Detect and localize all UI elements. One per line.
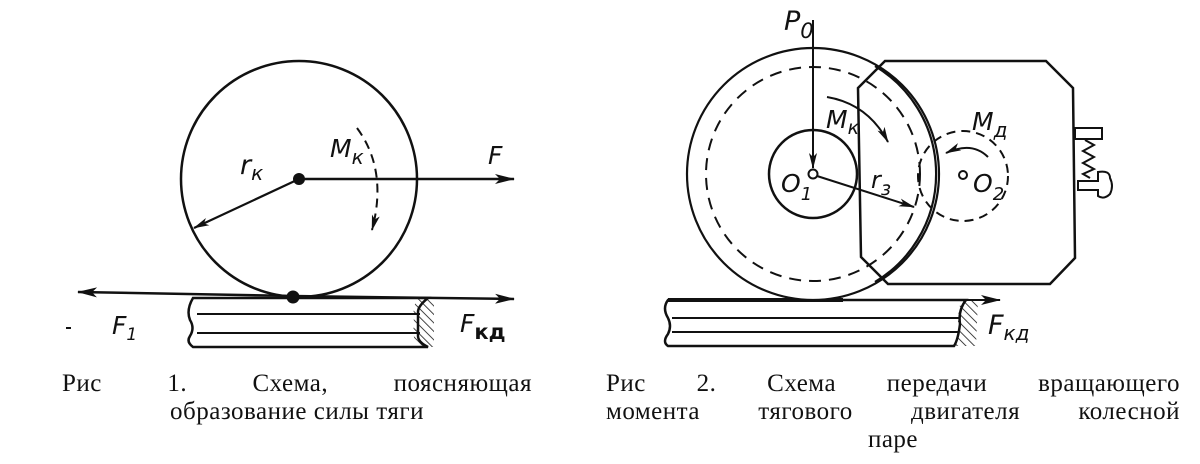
motor-moment-arrow xyxy=(945,143,989,158)
caption-line-3: паре xyxy=(867,426,919,453)
label-traction: Fкд xyxy=(460,309,506,344)
caption-word: передачи xyxy=(886,370,988,397)
gear-radius-arrow xyxy=(816,175,915,208)
label-wheel-moment: Mк xyxy=(826,105,860,139)
label-moment: Mк xyxy=(330,134,364,169)
traction-motor-housing xyxy=(856,59,1077,286)
stray-mark xyxy=(66,327,71,329)
figure-1-traction-force: rк Mк F F1 Fкд xyxy=(66,59,515,349)
caption-word: Схема xyxy=(767,370,837,397)
caption-word: двигателя xyxy=(911,398,1021,425)
contact-point xyxy=(286,290,300,304)
label-motor-shaft: O2 xyxy=(973,169,1004,205)
label-load: P0 xyxy=(784,6,814,43)
caption-word: момента xyxy=(606,398,700,425)
label-gear-radius: rз xyxy=(871,166,891,200)
wheel-moment-arrow xyxy=(826,96,889,143)
figure-1-caption: Рис 1. Схема, поясняющая образование сил… xyxy=(62,370,532,426)
suspension-spring xyxy=(1074,127,1113,199)
caption-word: 2. xyxy=(696,370,717,397)
reaction-force-arrow xyxy=(77,287,294,298)
caption-number: 1. xyxy=(167,370,188,397)
caption-word: Рис xyxy=(606,370,646,397)
caption-word: поясняющая xyxy=(393,370,532,397)
motor-shaft-center xyxy=(958,170,968,180)
label-traction-2: Fкд xyxy=(988,310,1029,345)
caption-word: колесной xyxy=(1078,398,1180,425)
label-axle: O1 xyxy=(781,169,812,205)
radius-arrow xyxy=(193,178,300,229)
caption-line-2: образование силы тяги xyxy=(170,398,424,425)
caption-word: вращающего xyxy=(1038,370,1180,397)
label-force-f: F xyxy=(488,141,503,170)
axle-center xyxy=(807,168,819,180)
moment-arc-arrow xyxy=(356,127,380,231)
label-motor-moment: Mд xyxy=(972,107,1007,142)
figure-2-caption: Рис 2. Схема передачи вращающего момента… xyxy=(606,370,1180,454)
motor-pinion-circle xyxy=(917,130,1009,222)
figure-2-torque-transmission: P0 O1 Mк rз Mд O2 Fкд xyxy=(663,6,1113,348)
label-reaction: F1 xyxy=(112,311,137,345)
caption-word: тягового xyxy=(758,398,853,425)
traction-force-arrow xyxy=(292,293,515,304)
caption-prefix: Рис xyxy=(62,370,102,397)
caption-word: Схема, xyxy=(252,370,329,397)
rail-2 xyxy=(663,298,978,348)
label-radius: rк xyxy=(240,150,263,185)
rail-1 xyxy=(187,296,434,349)
